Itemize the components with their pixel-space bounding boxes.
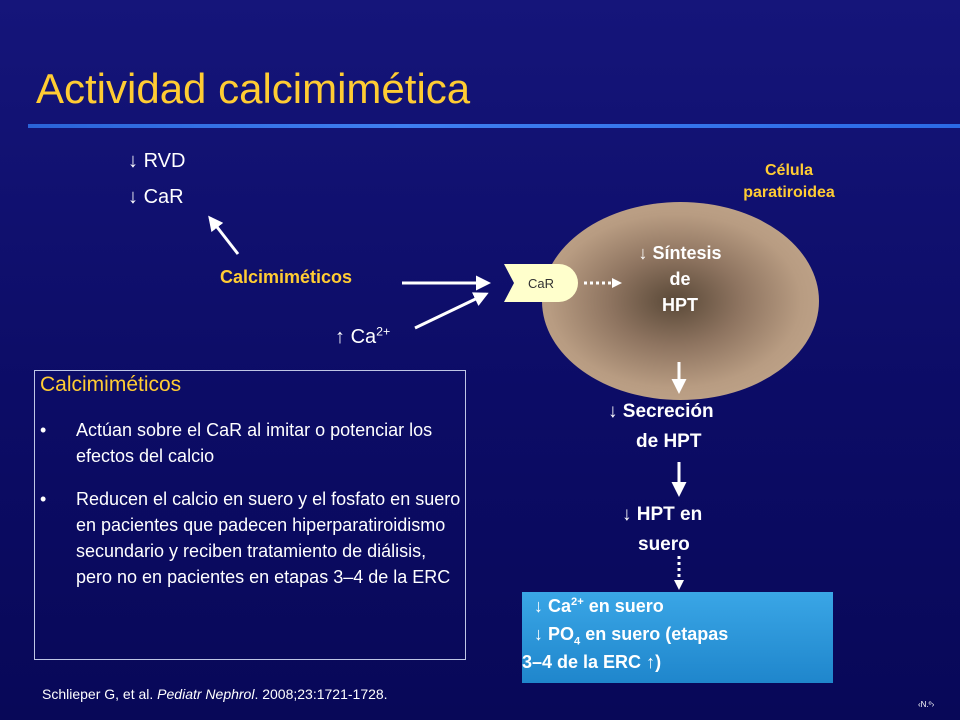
info-box	[34, 370, 466, 660]
result-line1: ↓ Ca2+ en suero	[534, 596, 664, 617]
effect-car-label: CaR	[143, 186, 184, 208]
synthesis-text: ↓ Síntesis de HPT	[596, 240, 764, 318]
bullet-dot: •	[40, 420, 47, 440]
down-arrow-icon: ↓	[534, 624, 543, 644]
secretion-line2: de HPT	[636, 431, 702, 452]
result-ca: Ca	[548, 596, 572, 616]
result-ca-charge: 2+	[571, 596, 584, 608]
down-arrow-icon: ↓	[534, 596, 543, 616]
arrow-from-calcium	[414, 292, 489, 330]
down-arrow-icon: ↓	[128, 150, 138, 172]
title-divider	[28, 124, 960, 128]
result-line2-rest: en suero (etapas	[580, 624, 729, 644]
reference-details: . 2008;23:1721-1728.	[254, 686, 388, 702]
result-po: PO	[548, 624, 575, 644]
bullet-text: Actúan sobre el CaR al imitar o potencia…	[76, 420, 433, 466]
result-box: ↓ Ca2+ en suero ↓ PO4 en suero (etapas 3…	[522, 592, 833, 683]
dotted-arrow-receptor-head	[612, 278, 622, 288]
secretion-line1: Secreción	[622, 401, 714, 422]
up-arrow-icon: ↑	[646, 652, 656, 672]
reference: Schlieper G, et al. Pediatr Nephrol. 200…	[42, 686, 388, 702]
calcium-charge: 2+	[376, 324, 391, 339]
down-arrow-icon: ↓	[128, 186, 138, 208]
effect-rvd-label: RVD	[143, 150, 186, 172]
synthesis-line1: Síntesis	[652, 243, 722, 263]
serum-step: ↓ HPT en suero	[622, 500, 702, 560]
effect-rvd: ↓ RVD	[128, 150, 185, 173]
cell-label-line1: Célula	[764, 162, 813, 179]
car-receptor: CaR	[504, 264, 578, 302]
secretion-step: ↓ Secreción de HPT	[608, 397, 714, 457]
info-bullet: • Actúan sobre el CaR al imitar o potenc…	[40, 417, 460, 473]
synthesis-line2: de	[669, 269, 691, 289]
calcium-symbol: Ca	[350, 326, 377, 348]
page-number: ‹N.º›	[918, 700, 935, 709]
serum-line2: suero	[638, 534, 690, 555]
result-line2: ↓ PO4 en suero (etapas	[534, 624, 729, 648]
result-line3-close: )	[655, 652, 662, 672]
car-receptor-label: CaR	[527, 275, 554, 291]
calcium-input: ↑ Ca2+	[335, 324, 391, 349]
info-bullet: • Reducen el calcio en suero y el fosfat…	[40, 486, 460, 656]
bullet-text: Reducen el calcio en suero y el fosfato …	[76, 489, 461, 587]
down-arrow-icon: ↓	[608, 401, 618, 422]
result-line1-rest: en suero	[583, 596, 664, 616]
bullet-dot: •	[40, 489, 47, 509]
down-arrow-icon: ↓	[622, 504, 632, 525]
reference-authors: Schlieper G, et al.	[42, 686, 158, 702]
arrow-to-effects	[208, 215, 240, 255]
info-title: Calcimiméticos	[40, 373, 182, 396]
result-line3-text: 3–4 de la ERC	[522, 652, 647, 672]
down-arrow-icon: ↓	[638, 243, 648, 263]
up-arrow-icon: ↑	[335, 326, 345, 348]
cell-label-line2: paratiroidea	[743, 184, 835, 201]
reference-journal: Pediatr Nephrol	[157, 686, 255, 702]
synthesis-line3: HPT	[662, 295, 698, 315]
page-title: Actividad calcimimética	[36, 65, 471, 112]
serum-line1: HPT en	[636, 504, 703, 525]
result-line3: 3–4 de la ERC ↑)	[522, 652, 661, 673]
effect-car: ↓ CaR	[128, 186, 184, 209]
result-po-sub: 4	[574, 635, 581, 648]
dotted-arrow-to-result-head	[674, 580, 684, 590]
calcimimetics-label: Calcimiméticos	[220, 267, 353, 287]
cell-label: Célula paratiroidea	[722, 160, 856, 204]
